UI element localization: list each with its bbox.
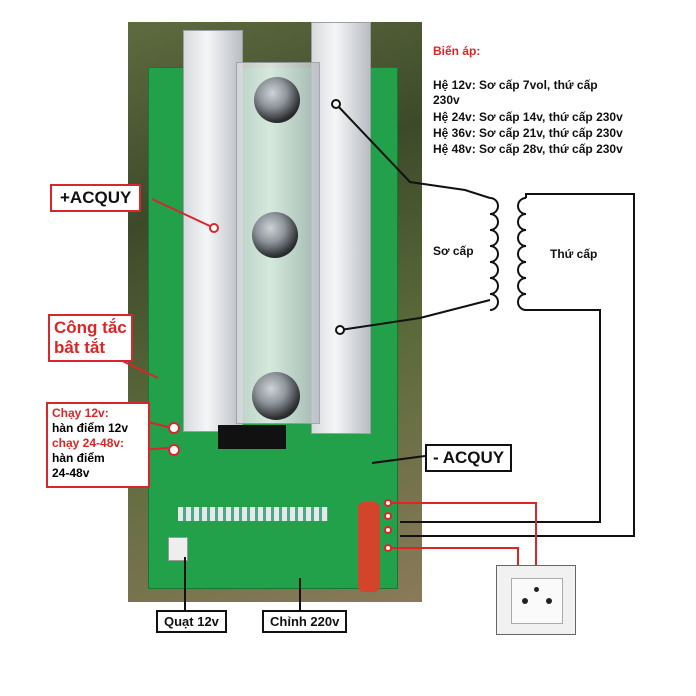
run-note-line-2: hàn điểm 12v	[52, 421, 129, 435]
notes-line-5: Hệ 48v: Sơ cấp 28v, thứ cấp 230v	[433, 142, 623, 156]
switch-label-line-2: bât tắt	[54, 338, 105, 357]
output-wire-1	[388, 502, 537, 565]
right-heatsink	[311, 22, 371, 434]
acquy-positive-label: +ACQUY	[50, 184, 142, 212]
notes-title: Biến áp:	[433, 44, 481, 58]
notes-line-3: Hệ 24v: Sơ cấp 14v, thứ cấp 230v	[433, 110, 623, 124]
primary-wire-top	[335, 103, 491, 199]
ac-outlet-socket	[496, 565, 576, 635]
notes-line-2: 230v	[433, 93, 460, 107]
fuse	[358, 502, 380, 592]
outlet-face	[511, 578, 563, 624]
acquy-pos-pointer	[151, 198, 213, 228]
secondary-coil	[517, 197, 527, 311]
run-note-line-4: hàn điểm	[52, 451, 105, 465]
run-notes-box: Chạy 12v: hàn điểm 12v chạy 24-48v: hàn …	[46, 402, 150, 488]
secondary-wire-top	[400, 193, 635, 537]
output-wire-2	[388, 547, 519, 565]
acquy-neg-pointer	[371, 455, 426, 464]
switch-label-line-1: Công tắc	[54, 318, 127, 337]
notes-line-4: Hệ 36v: Sơ cấp 21v, thứ cấp 230v	[433, 126, 623, 140]
run-note-line-3: chạy 24-48v:	[52, 436, 125, 450]
resistor-strip	[178, 507, 328, 521]
outlet-pin-left	[522, 598, 528, 604]
primary-label: Sơ cấp	[433, 244, 474, 258]
notes-line-1: Hệ 12v: Sơ cấp 7vol, thứ cấp	[433, 78, 598, 92]
outlet-ground-pin	[534, 587, 539, 592]
primary-coil	[489, 197, 499, 311]
run-note-line-5: 24-48v	[52, 466, 90, 480]
pin-header	[218, 425, 286, 449]
primary-wire-bottom	[339, 299, 491, 331]
switch-label: Công tắc bât tắt	[48, 314, 133, 362]
secondary-wire-bottom	[400, 309, 601, 523]
capacitor-top	[254, 77, 300, 123]
secondary-label: Thứ cấp	[550, 247, 598, 261]
capacitor-middle	[252, 212, 298, 258]
fan-label: Quạt 12v	[156, 610, 227, 633]
fan-connector	[168, 537, 188, 561]
adjust-label: Chỉnh 220v	[262, 610, 348, 633]
run-note-line-1: Chạy 12v:	[52, 406, 109, 420]
acquy-negative-label: - ACQUY	[425, 444, 513, 472]
outlet-pin-right	[546, 598, 552, 604]
capacitor-bottom	[252, 372, 300, 420]
